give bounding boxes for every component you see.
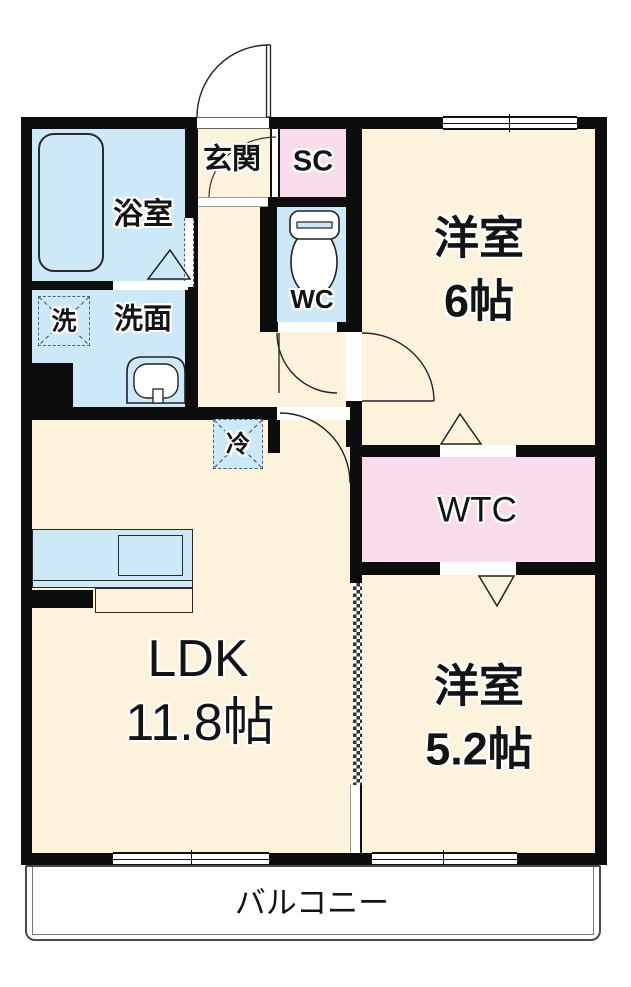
label-vanity: 洗面 [113, 303, 173, 336]
label-washer: 洗 [51, 307, 77, 336]
entrance-door-leaf [265, 44, 272, 118]
wall-bath-entrance-divider [185, 117, 198, 207]
label-fridge: 冷 [226, 431, 250, 458]
room-shoe-closet [280, 129, 346, 197]
window-bedroom52 [372, 850, 517, 868]
label-wtc: WTC [437, 490, 517, 530]
window-bedroom6 [443, 114, 577, 132]
kitchen-counter-outline [95, 588, 193, 613]
shoe-closet-door [270, 129, 280, 197]
window-ldk [113, 850, 269, 868]
wc-door-opening [278, 322, 337, 332]
entrance-door-opening [197, 117, 269, 129]
label-bedroom52-name: 洋室 [433, 660, 525, 712]
partition-accordion-track [353, 583, 362, 785]
ldk-door-opening [277, 407, 350, 420]
wall-bath-bottom [21, 281, 188, 290]
label-ldk-name: LDK [147, 630, 249, 688]
label-entrance: 玄関 [202, 143, 262, 176]
wall-wc-left [260, 197, 277, 332]
balcony-rail-line [32, 867, 594, 935]
bedroom6-door-opening [346, 332, 362, 401]
window-sash-tick [443, 850, 444, 868]
label-bedroom6-size: 6帖 [443, 275, 515, 327]
bath-door-opening [113, 281, 188, 290]
partition-open-channel [350, 785, 362, 853]
wall-kitchen-stub [32, 590, 93, 608]
wall-partition-stub [350, 555, 362, 583]
window-sash-tick [509, 114, 510, 132]
entrance-door-swing-arc [196, 44, 269, 118]
kitchen-counter [32, 529, 193, 588]
wtc-top-opening [440, 445, 516, 457]
wall-vanity-bottom [21, 407, 277, 420]
window-sash-tick [191, 850, 192, 868]
wall-bottom-exterior [21, 853, 607, 865]
label-wc: WC [290, 284, 334, 314]
wall-right-exterior [595, 117, 607, 865]
window-pane-line [443, 123, 577, 124]
wtc-bottom-opening [440, 562, 516, 575]
label-bedroom52-size: 5.2帖 [425, 723, 533, 775]
label-bedroom6-name: 洋室 [433, 212, 525, 264]
wall-left-exterior [21, 117, 32, 865]
label-balcony: バルコニー [234, 885, 390, 921]
label-ldk-size: 11.8帖 [125, 694, 275, 752]
entrance-step-opening [198, 197, 268, 207]
kitchen-counter-edge-line [32, 580, 193, 581]
wall-ldk-right [350, 401, 362, 563]
label-bathroom: 浴室 [113, 198, 173, 231]
kitchen-sink [118, 535, 183, 576]
bathtub-icon [38, 133, 104, 272]
wall-vanity-counter-block [32, 363, 73, 408]
balcony-area [25, 865, 601, 941]
window-pane-line [372, 859, 517, 860]
label-shoe-closet: SC [292, 145, 334, 178]
room-wtc [362, 457, 595, 562]
vanity-sliding-door [184, 218, 194, 287]
